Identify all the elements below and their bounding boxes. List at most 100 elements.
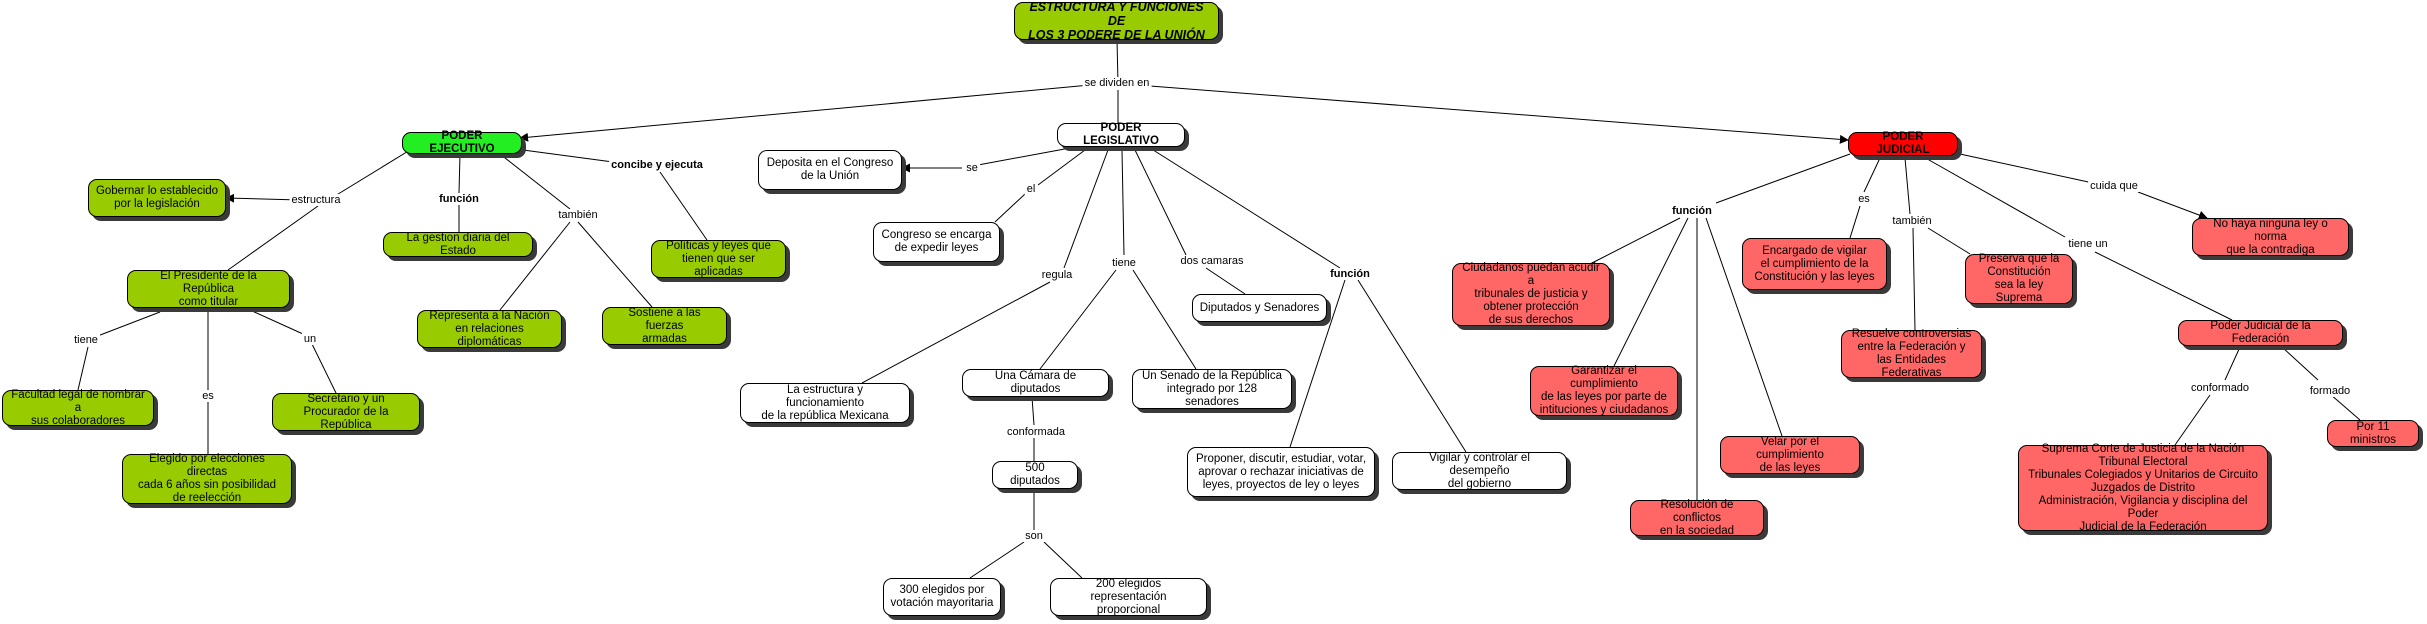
edge-jud-tieneun <box>1921 155 2066 238</box>
label-se: se <box>964 162 980 174</box>
node-encargado[interactable]: Encargado de vigilar el cumplimiento de … <box>1742 238 1887 290</box>
edge-estructura-gobernar <box>225 193 301 203</box>
node-pj-federacion[interactable]: Poder Judicial de la Federación <box>2178 320 2343 346</box>
label-cuida-que: cuida que <box>2088 180 2140 192</box>
node-ciudadanos[interactable]: Ciudadanos puedan acudir a tribunales de… <box>1452 262 1610 326</box>
edge-funcion-vigilar <box>1357 279 1467 453</box>
edge-funcion-ciudadanos <box>1591 217 1681 264</box>
edge-tambien-sostiene <box>577 221 653 308</box>
label-dos-camaras: dos camaras <box>1178 255 1246 267</box>
edge-pjf-formado <box>2281 346 2319 381</box>
node-gestion[interactable]: La gestion diaria del Estado <box>383 232 533 257</box>
edge-tambien-resuelve <box>1912 227 1916 331</box>
node-presidente[interactable]: El Presidente de la República como titul… <box>127 270 290 308</box>
edge-jud-es <box>1863 157 1881 193</box>
edge-divide-ejecutivo <box>519 84 1091 142</box>
edge-son-200 <box>1043 541 1083 579</box>
label-conformada: conformada <box>1004 426 1068 438</box>
node-11-ministros[interactable]: Por 11 ministros <box>2327 420 2419 447</box>
label-tiene-un: tiene un <box>2066 238 2110 250</box>
edge-leg-dos <box>1134 149 1187 256</box>
node-garantizar[interactable]: Garantizar el cumplimiento de las leyes … <box>1530 365 1678 416</box>
node-senado[interactable]: Un Senado de la República integrado por … <box>1132 369 1292 409</box>
node-camara-diputados[interactable]: Una Cámara de diputados <box>962 369 1109 397</box>
edge-funcion-velar <box>1705 217 1783 437</box>
node-diputados-senadores[interactable]: Diputados y Senadores <box>1192 294 1327 322</box>
node-representa[interactable]: Representa a la Nación en relaciones dip… <box>417 310 562 348</box>
edge-tiene-senado <box>1132 269 1197 370</box>
node-estructura-republica[interactable]: La estructura y funcionamiento de la rep… <box>740 383 910 423</box>
label-el: el <box>1024 183 1038 195</box>
label-tambien-ejecutivo: también <box>556 209 600 221</box>
node-politicas[interactable]: Políticas y leyes que tienen que ser apl… <box>651 240 786 278</box>
node-deposita[interactable]: Deposita en el Congreso de la Unión <box>758 150 902 190</box>
edge-tambien-preserva <box>1927 227 1971 255</box>
label-tiene-ejecutivo: tiene <box>72 334 100 346</box>
node-proponer[interactable]: Proponer, discutir, estudiar, votar, apr… <box>1187 447 1375 497</box>
edge-ej-estructura <box>329 149 411 200</box>
node-no-haya[interactable]: No haya ninguna ley o norma que la contr… <box>2192 218 2349 256</box>
label-tambien-judicial: también <box>1890 215 1934 227</box>
node-300-elegidos[interactable]: 300 elegidos por votación mayoritaria <box>883 578 1001 616</box>
node-poder-legislativo[interactable]: PODER LEGISLATIVO <box>1057 122 1185 147</box>
edge-funcion-proponer <box>1289 279 1346 448</box>
label-es-judicial: es <box>1856 193 1872 205</box>
node-sostiene[interactable]: Sostiene a las fuerzas armadas <box>602 307 727 345</box>
label-concibe-ejecuta: concibe y ejecuta <box>609 159 705 171</box>
label-es-ejecutivo: es <box>200 390 216 402</box>
edge-el-congreso <box>994 193 1026 223</box>
label-un-ejecutivo: un <box>301 333 319 345</box>
edge-jud-cuida <box>1959 153 2094 184</box>
edge-estructura-presidente <box>227 205 319 271</box>
label-funcion-ejecutivo: función <box>437 193 481 205</box>
node-gobernar[interactable]: Gobernar lo establecido por la legislaci… <box>88 179 226 217</box>
node-secretario[interactable]: Secretario y un Procurador de la Repúbli… <box>272 393 420 431</box>
node-preserva[interactable]: Preserva que la Constitución sea la ley … <box>1965 253 2073 304</box>
edge-camara-conformada <box>1031 396 1035 426</box>
node-500-diputados[interactable]: 500 diputados <box>992 461 1078 489</box>
edge-pjf-conformado <box>2224 346 2241 381</box>
node-suprema-corte[interactable]: Suprema Corte de Justicia de la Nación T… <box>2018 443 2268 533</box>
edge-ej-concibe <box>522 149 614 163</box>
edge-tambien-representa <box>499 221 571 311</box>
edge-tiene-facultad <box>77 346 89 391</box>
node-resuelve[interactable]: Resuelve controversias entre la Federaci… <box>1841 328 1982 379</box>
edge-divide-judicial <box>1149 85 1849 144</box>
edge-pres-un <box>249 309 304 335</box>
edge-jud-funcion <box>1715 153 1851 204</box>
node-facultad[interactable]: Facultad legal de nombrar a sus colabora… <box>2 389 154 427</box>
node-velar[interactable]: Velar por el cumplimiento de las leyes <box>1720 436 1860 474</box>
map-title: ESTRUCTURA Y FUNCIONES DE LOS 3 PODERE D… <box>1014 0 1219 42</box>
edge-regula-estructura <box>861 281 1051 384</box>
edge-leg-funcion <box>1149 147 1341 269</box>
edge-jud-tambien <box>1904 157 1911 215</box>
node-poder-ejecutivo[interactable]: PODER EJECUTIVO <box>402 130 522 155</box>
node-vigilar-gobierno[interactable]: Vigilar y controlar el desempeño del gob… <box>1392 452 1567 490</box>
edge-es-encargado <box>1849 205 1861 239</box>
edge-conformado-suprema <box>2174 394 2211 446</box>
label-funcion-judicial: función <box>1670 205 1714 217</box>
edge-formado-once <box>2329 393 2361 421</box>
edge-leg-tiene <box>1121 149 1125 256</box>
node-200-elegidos[interactable]: 200 elegidos representación proporcional <box>1050 578 1207 616</box>
edge-title-divide <box>1116 39 1119 84</box>
node-congreso[interactable]: Congreso se encarga de expedir leyes <box>873 222 1000 262</box>
edge-cuida-nohaya <box>2137 191 2208 220</box>
node-elegido[interactable]: Elegido por elecciones directas cada 6 a… <box>122 453 292 504</box>
label-son: son <box>1023 530 1045 542</box>
edge-leg-se <box>977 147 1071 166</box>
edge-tieneun-pjf <box>2094 251 2233 321</box>
edge-funcion-garantizar <box>1613 217 1689 367</box>
edge-leg-regula <box>1063 149 1109 269</box>
edge-dos-diputados <box>1205 267 1246 295</box>
edge-son-300 <box>969 541 1025 579</box>
label-se-dividen-en: se dividen en <box>1082 77 1152 89</box>
edge-concibe-politicas <box>659 171 708 241</box>
edge-un-secretario <box>311 343 337 394</box>
label-formado: formado <box>2307 385 2353 397</box>
label-regula: regula <box>1039 269 1075 281</box>
node-poder-judicial[interactable]: PODER JUDICIAL <box>1848 131 1958 156</box>
node-resolucion[interactable]: Resolución de conflictos en la sociedad <box>1630 499 1764 537</box>
label-tiene-legislativo: tiene <box>1110 257 1138 269</box>
